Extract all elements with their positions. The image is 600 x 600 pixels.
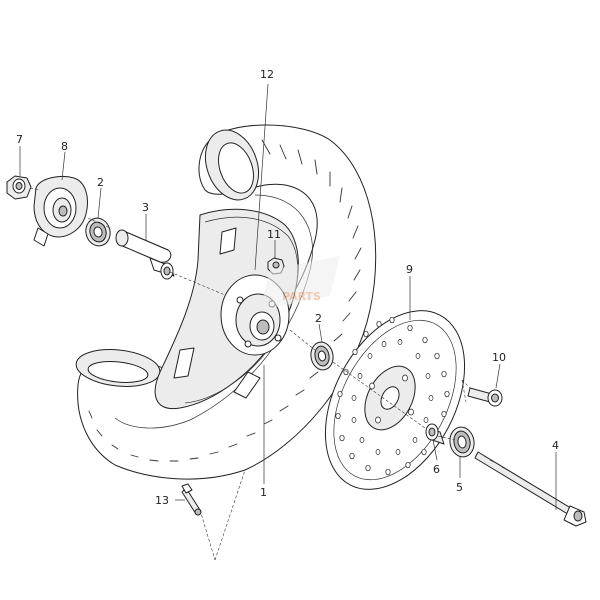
watermark-emblem xyxy=(260,256,340,310)
callout-13: 13 xyxy=(155,494,169,507)
callout-7: 7 xyxy=(16,133,23,146)
axle-spacer xyxy=(115,229,175,280)
callout-2-left: 2 xyxy=(97,176,104,189)
watermark: PARTS xyxy=(260,256,340,310)
callout-labels: 12 7 8 2 3 11 9 2 10 4 6 5 1 13 xyxy=(16,68,559,507)
watermark-text: PARTS xyxy=(282,290,321,303)
leader-lines xyxy=(19,83,557,510)
axle-nut xyxy=(6,175,32,200)
axle xyxy=(474,451,587,527)
callout-11: 11 xyxy=(267,228,281,241)
callout-12: 12 xyxy=(260,68,274,81)
callout-8: 8 xyxy=(61,140,68,153)
speedometer-drive xyxy=(33,175,88,247)
callout-6: 6 xyxy=(433,463,440,476)
tire-valve xyxy=(181,483,202,516)
bearing-left xyxy=(85,217,111,247)
callout-9: 9 xyxy=(406,263,413,276)
disc-vent-holes xyxy=(335,316,450,476)
collar xyxy=(425,423,445,445)
bearing-right xyxy=(310,341,334,371)
tire xyxy=(75,124,377,480)
callout-3: 3 xyxy=(142,201,149,214)
disc-bolt xyxy=(467,387,503,407)
callout-1: 1 xyxy=(260,486,267,499)
callout-5: 5 xyxy=(456,481,463,494)
assembly-guide-lines xyxy=(29,187,471,561)
oil-seal xyxy=(449,426,475,458)
brake-disc xyxy=(324,310,466,490)
callout-4: 4 xyxy=(552,439,559,452)
callout-2-right: 2 xyxy=(315,312,322,325)
callout-10: 10 xyxy=(492,351,506,364)
